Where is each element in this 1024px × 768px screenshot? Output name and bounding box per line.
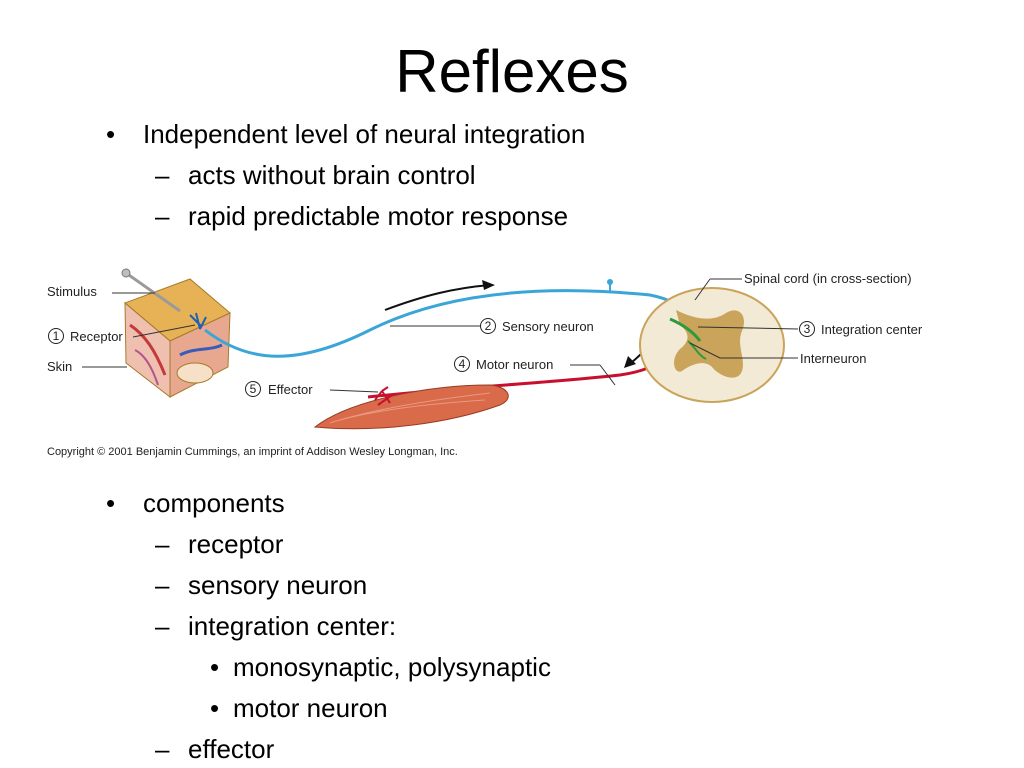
effector-number: 5 (250, 382, 257, 396)
stimulus-pin-icon (121, 268, 181, 313)
bullet-text: sensory neuron (188, 570, 368, 600)
bullet-text: motor neuron (233, 693, 388, 723)
integration-center-label: Integration center (821, 322, 923, 337)
interneuron-path (669, 317, 702, 342)
motor-number: 4 (459, 357, 466, 371)
receptor-number: 1 (53, 329, 60, 343)
sensory-neuron-label: Sensory neuron (502, 319, 594, 334)
bullet-text: rapid predictable motor response (188, 201, 569, 231)
bullet-independent-integration: • Independent level of neural integratio… (106, 118, 586, 150)
bullet-text: effector (188, 734, 275, 764)
effector-label: Effector (268, 382, 313, 397)
bullet-mark: • (106, 119, 116, 149)
bullet-text: components (143, 488, 285, 518)
sub-bullet-effector: – effector (155, 733, 275, 765)
motor-number-badge (454, 356, 470, 372)
bullet-text: Independent level of neural integration (143, 119, 586, 149)
bullet-mark: • (210, 693, 220, 723)
dash-mark: – (155, 734, 170, 764)
spinal-cord-cross-section (639, 287, 785, 403)
effector-number-badge (245, 381, 261, 397)
spinal-cord-label: Spinal cord (in cross-section) (744, 271, 912, 286)
sub-bullet-integration-center: – integration center: (155, 610, 397, 642)
integration-number-badge (799, 321, 815, 337)
sub-bullet-motor-response: – rapid predictable motor response (155, 200, 569, 232)
reflex-arc-diagram: Stimulus 1 Receptor Skin 5 Effector 2 Se… (47, 268, 923, 458)
bullet-text: monosynaptic, polysynaptic (233, 652, 551, 682)
dash-mark: – (155, 529, 170, 559)
dash-mark: – (155, 160, 170, 190)
bullet-mark: • (210, 652, 220, 682)
receptor-number-badge (48, 328, 64, 344)
bullet-text: acts without brain control (188, 160, 476, 190)
bullet-mark: • (106, 488, 116, 518)
bullet-text: integration center: (188, 611, 397, 641)
receptor-label: Receptor (70, 329, 123, 344)
dash-mark: – (155, 201, 170, 231)
stimulus-label: Stimulus (47, 284, 97, 299)
skin-label: Skin (47, 359, 72, 374)
motor-neuron-label: Motor neuron (476, 357, 553, 372)
sensory-number: 2 (485, 319, 492, 333)
bullet-text: receptor (188, 529, 284, 559)
sensory-number-badge (480, 318, 496, 334)
sub-bullet-brain-control: – acts without brain control (155, 159, 476, 191)
sub-bullet-receptor: – receptor (155, 528, 284, 560)
integration-number: 3 (804, 322, 811, 336)
copyright-text: Copyright © 2001 Benjamin Cummings, an i… (47, 446, 458, 458)
gray-matter-shape (674, 310, 745, 378)
sensory-direction-arrow (384, 280, 495, 311)
effector-muscle-illustration (313, 384, 509, 430)
sub-sub-bullet-synaptic: • monosynaptic, polysynaptic (210, 651, 551, 683)
slide-title: Reflexes (395, 38, 629, 105)
interneuron-label: Interneuron (800, 351, 867, 366)
dash-mark: – (155, 570, 170, 600)
sub-bullet-sensory-neuron: – sensory neuron (155, 569, 368, 601)
sub-sub-bullet-motor-neuron: • motor neuron (210, 692, 388, 724)
dash-mark: – (155, 611, 170, 641)
motor-neuron-path (367, 346, 674, 399)
receptor-icon (189, 312, 207, 330)
bullet-components: • components (106, 487, 285, 519)
sensory-neuron-path (204, 289, 694, 358)
